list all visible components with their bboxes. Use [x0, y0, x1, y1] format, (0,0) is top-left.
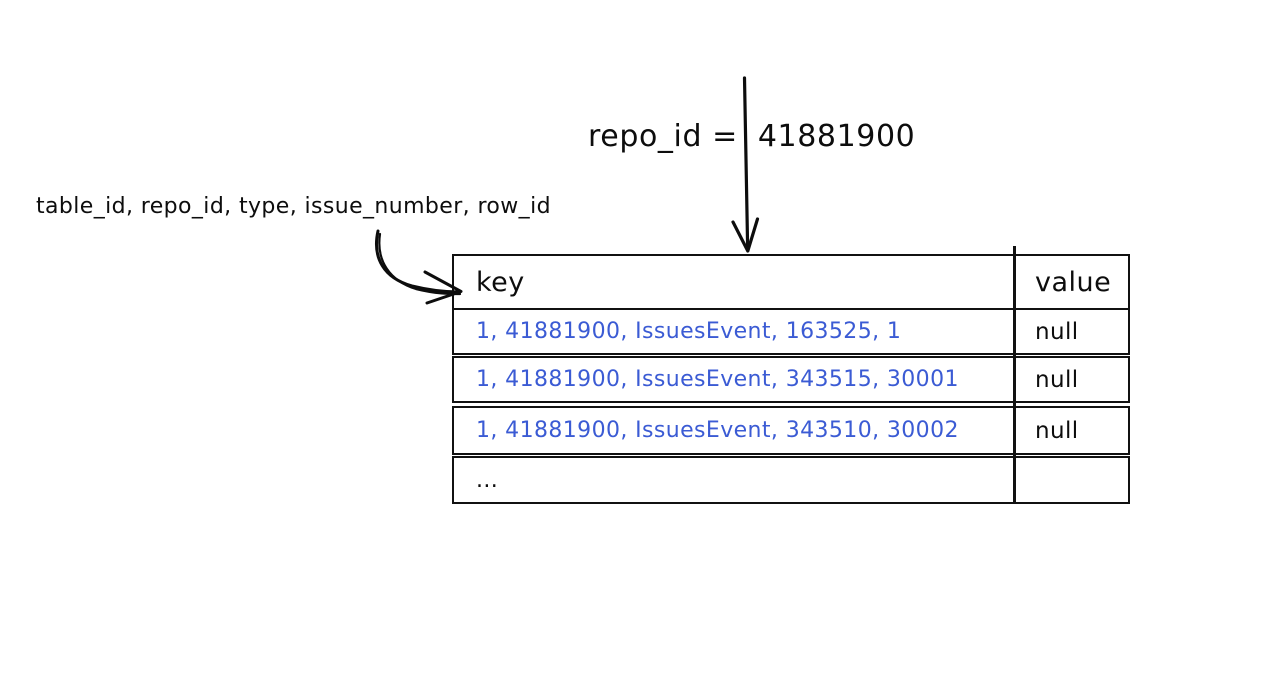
predicate-column: repo_id [588, 119, 703, 154]
predicate-operator: = [712, 119, 738, 154]
index-columns-arrow-icon [375, 229, 463, 305]
column-header-key: key [476, 266, 525, 298]
cell-key: 1, 41881900, IssuesEvent, 343515, 30001 [476, 367, 959, 392]
key-value-table: key value 1, 41881900, IssuesEvent, 1635… [452, 254, 1130, 504]
cell-value: null [1035, 366, 1079, 393]
table-row: 1, 41881900, IssuesEvent, 343515, 30001 … [452, 356, 1130, 403]
table-row: 1, 41881900, IssuesEvent, 163525, 1 null [452, 308, 1130, 355]
table-row: 1, 41881900, IssuesEvent, 343510, 30002 … [452, 406, 1130, 455]
cell-value: null [1035, 318, 1079, 345]
predicate-arrow-icon [731, 76, 760, 253]
table-header-row: key value [452, 254, 1130, 310]
index-columns-label: table_id, repo_id, type, issue_number, r… [36, 194, 551, 219]
cell-key: 1, 41881900, IssuesEvent, 343510, 30002 [476, 418, 959, 443]
cell-key: 1, 41881900, IssuesEvent, 163525, 1 [476, 319, 902, 344]
table-row-ellipsis: ... [452, 456, 1130, 504]
column-header-value: value [1035, 266, 1112, 298]
table-column-divider [1013, 246, 1016, 504]
cell-value: null [1035, 417, 1079, 444]
predicate-label: repo_id = 41881900 [588, 120, 915, 154]
cell-key: ... [476, 467, 499, 493]
predicate-value: 41881900 [757, 119, 916, 154]
cell-value [1015, 458, 1132, 502]
